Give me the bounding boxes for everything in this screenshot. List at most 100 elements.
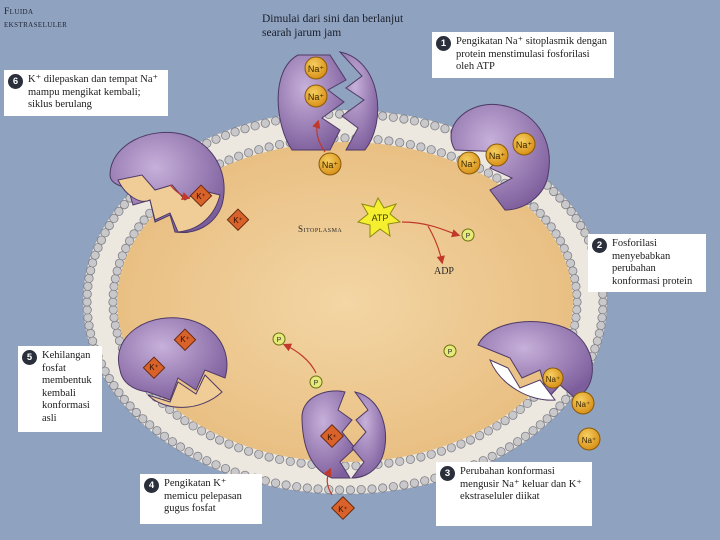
lipid-head: [436, 446, 446, 456]
start-note: Dimulai dari sini dan berlanjut searah j…: [262, 13, 404, 39]
lipid-head: [492, 173, 502, 183]
phosphate: [443, 344, 457, 358]
lipid-head: [197, 426, 207, 436]
lipid-head: [572, 297, 582, 307]
lipid-head: [373, 135, 383, 145]
lipid-head: [551, 229, 561, 239]
lipid-head: [596, 320, 606, 331]
lipid-head: [571, 213, 581, 223]
lipid-head: [202, 456, 212, 466]
lipid-head: [395, 456, 405, 466]
lipid-head: [88, 258, 98, 268]
lipid-head: [112, 328, 122, 338]
lipid-head: [561, 394, 571, 404]
lipid-head: [230, 127, 240, 137]
sodium-ion: [485, 143, 509, 167]
lipid-head: [569, 320, 580, 330]
lipid-head: [220, 130, 231, 140]
lipid-head: [426, 145, 436, 155]
phosphate-label: P: [466, 233, 471, 240]
lipid-head: [378, 483, 388, 493]
lipid-head: [121, 243, 131, 253]
lipid-head: [100, 228, 110, 238]
step-3-number: 3: [440, 466, 455, 481]
lipid-head: [546, 222, 556, 232]
potassium-ion-label: K⁺: [196, 192, 206, 201]
step-5-callout: 5 Kehilangan fosfat membentuk kembali ko…: [18, 346, 102, 432]
potassium-ion-label: K⁺: [338, 505, 348, 514]
phosphate-label: P: [277, 337, 282, 344]
lipid-head: [542, 414, 552, 424]
step-2-number: 2: [592, 238, 607, 253]
lipid-head: [114, 387, 124, 398]
lipid-head: [384, 458, 394, 468]
lipid-head: [528, 426, 538, 436]
lipid-head: [395, 138, 405, 148]
lipid-head: [131, 407, 141, 418]
atp-star: ATP: [356, 196, 402, 239]
lipid-head: [592, 336, 603, 346]
lipid-head: [224, 155, 234, 165]
lipid-head: [345, 485, 355, 495]
lipid-head: [549, 407, 559, 418]
lipid-head: [109, 213, 119, 223]
lipid-head: [559, 243, 569, 253]
lipid-head: [302, 483, 312, 493]
lipid-head: [145, 420, 155, 430]
cytoplasm-label: Sitoplasma: [298, 224, 342, 234]
lipid-head: [114, 206, 124, 216]
lipid-head: [420, 118, 430, 128]
extracellular-title-line1: Fluida: [4, 7, 34, 17]
lipid-head: [93, 243, 103, 253]
lipid-head: [515, 404, 525, 414]
lipid-head: [541, 215, 551, 225]
pump-protein-top: Na⁺ Na⁺: [277, 51, 379, 151]
lipid-head: [119, 394, 129, 404]
lipid-head: [86, 328, 96, 338]
potassium-ion: [142, 356, 166, 380]
lipid-head: [426, 449, 436, 459]
adp-label: ADP: [434, 266, 454, 277]
lipid-head: [244, 446, 254, 456]
sodium-ion-label: Na⁺: [322, 160, 339, 170]
lipid-head: [576, 220, 586, 231]
lipid-head: [292, 482, 302, 492]
lipid-head: [188, 421, 198, 431]
lipid-head: [529, 202, 539, 212]
potassium-ion: [319, 423, 345, 449]
lipid-head: [234, 443, 244, 453]
lipid-head: [594, 328, 605, 338]
lipid-head: [274, 454, 285, 464]
lipid-head: [399, 480, 409, 490]
lipid-head: [108, 305, 118, 315]
step-6-text: K⁺ dilepaskan dan tempat Na⁺ mampu mengi…: [28, 74, 159, 110]
lipid-head: [274, 140, 285, 150]
lipid-head: [172, 410, 182, 420]
lipid-head: [598, 297, 608, 307]
lipid-head: [234, 151, 244, 161]
phosphate-label: P: [314, 380, 319, 387]
lipid-head: [88, 336, 98, 346]
potassium-ion-label: K⁺: [149, 363, 159, 372]
lipid-head: [84, 320, 94, 331]
lipid-head: [571, 312, 581, 323]
step-1-callout: 1 Pengikatan Na⁺ sitoplasmik dengan prot…: [432, 32, 614, 78]
lipid-head: [119, 200, 129, 210]
sodium-ion-label: Na⁺: [308, 64, 325, 74]
lipid-head: [465, 435, 475, 445]
lipid-head: [254, 449, 264, 459]
pump-protein-step4: K⁺: [301, 390, 387, 479]
lipid-head: [378, 111, 388, 121]
lipid-head: [139, 215, 149, 225]
lipid-head: [83, 281, 93, 291]
potassium-ion: [189, 184, 213, 208]
lipid-head: [264, 142, 274, 152]
lipid-head: [104, 373, 114, 384]
lipid-head: [555, 193, 565, 203]
lipid-head: [569, 274, 580, 284]
lipid-head: [549, 186, 559, 197]
lipid-head: [270, 116, 281, 126]
lipid-head: [96, 235, 107, 245]
extracellular-title-line2: ekstraseluler: [4, 20, 68, 30]
